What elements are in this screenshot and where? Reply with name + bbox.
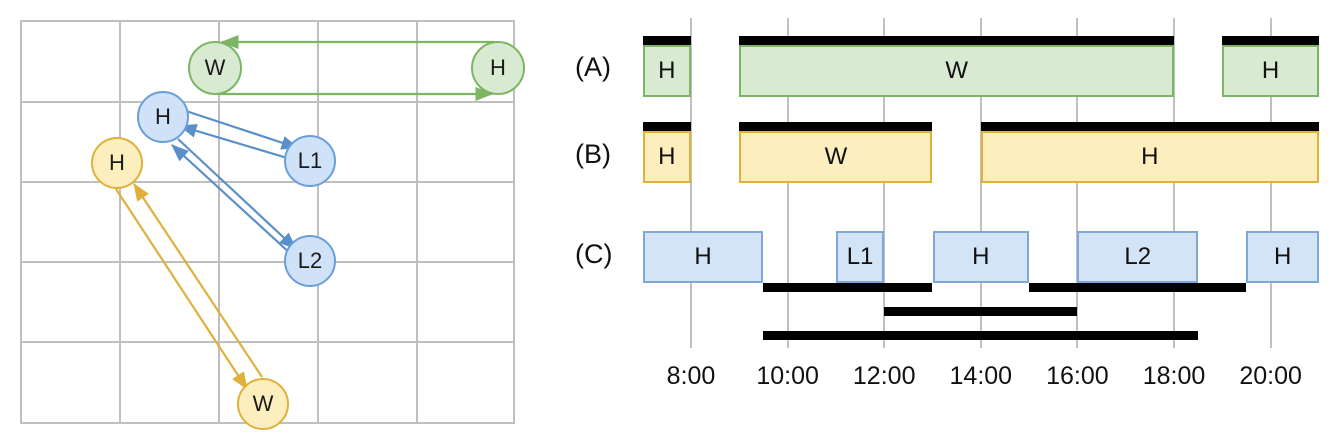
axis-tick-label: 10:00 [756,362,819,390]
timeline-task-label: L1 [846,243,874,270]
graph-node-blue-h[interactable]: H [137,91,189,143]
timeline-task-block[interactable]: H [1222,45,1319,97]
edge-group-blue [171,109,300,256]
graph-node-green-w[interactable]: W [188,41,242,95]
graph-node-gold-h[interactable]: H [91,137,143,189]
timeline-task-label: L2 [1124,243,1152,270]
timeline-task-block[interactable]: H [642,131,691,183]
timeline-task-label: H [694,243,712,270]
timeline-key-bar [1222,36,1319,45]
graph-node-label: L2 [297,248,323,273]
timeline-task-label: H [1141,143,1159,170]
timeline-task-label: H [1261,57,1280,84]
timeline-key-bar [763,283,933,292]
timeline-gridline [1173,18,1175,348]
timeline-gridline [1269,18,1272,348]
timeline-task-block[interactable]: W [739,45,1174,97]
edge-group-green [218,34,495,102]
timeline-row-label: (C) [575,239,613,269]
axis-tick-label: 14:00 [949,362,1013,390]
timeline-task-block[interactable]: H [642,231,764,283]
timeline-key-bar [884,307,1078,316]
graph-node-label: W [252,391,274,416]
timeline-key-bar [763,331,1199,340]
timeline-task-block[interactable]: H [932,231,1030,283]
timeline-task-block[interactable]: L2 [1077,231,1199,283]
graph-node-green-h[interactable]: H [471,41,525,95]
transition-graph-panel: W H H L1 L2 H W [0,0,560,445]
graph-node-blue-l2[interactable]: L2 [284,235,336,287]
graph-node-label: L1 [297,148,323,173]
timeline-task-label: H [658,57,676,84]
graph-node-label: H [109,150,125,175]
timeline-task-label: W [824,143,848,170]
axis-tick-label: 8:00 [666,362,716,390]
timeline-key-bar [739,36,1174,45]
timeline-task-label: H [1273,243,1292,270]
timeline-gridline [979,18,982,348]
transition-edges [115,34,495,390]
timeline-task-label: W [945,57,968,84]
timeline-key-bar [642,122,691,131]
timeline-row-label: (B) [575,139,611,169]
timeline-key-bar [642,36,691,45]
timeline-task-block[interactable]: H [1246,231,1319,283]
timeline-key-bar [739,122,933,131]
graph-node-gold-w[interactable]: W [237,378,289,430]
axis-tick-label: 12:00 [852,362,916,390]
timeline-task-label: H [658,143,676,170]
axis-tick-label: 18:00 [1142,362,1206,390]
timeline-task-block[interactable]: H [642,45,691,97]
graph-node-label: H [490,55,506,80]
timeline-task-block[interactable]: L1 [835,231,885,283]
axis-tick-label: 20:00 [1239,362,1302,390]
timeline-gridline [690,18,692,348]
timeline-panel: (A) H W H (B) H W H (C) H L1 H L2 H 8:00 10:00 12:00 14:… [560,0,1343,445]
graph-node-label: W [204,55,226,80]
edge-group-gold [115,183,263,390]
timeline-row-label: (A) [575,52,611,82]
timeline-gridline [1076,18,1079,348]
graph-node-label: H [155,104,171,129]
timeline-key-bar [1029,283,1247,292]
axis-tick-label: 16:00 [1046,362,1109,390]
timeline-task-block[interactable]: H [980,131,1319,183]
timeline-key-bar [980,122,1319,131]
timeline-task-block[interactable]: W [739,131,933,183]
timeline-gridline [883,18,886,348]
timeline-gridline [786,18,789,348]
graph-node-blue-l1[interactable]: L1 [284,135,336,187]
timeline-task-label: H [972,243,990,270]
